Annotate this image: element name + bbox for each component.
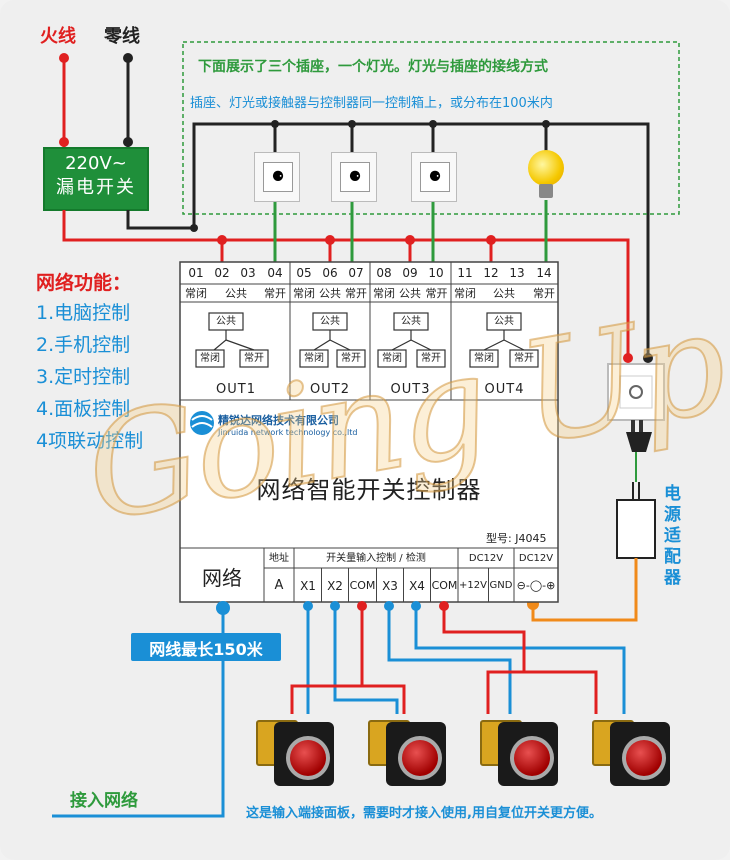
company-name-cn: 精锐达网络技术有限公司 xyxy=(218,414,339,427)
terminal-label-no: 常开 xyxy=(425,287,448,300)
light-bulb-icon xyxy=(528,150,564,186)
terminal-label-nc: 常闭 xyxy=(293,287,315,300)
network-port-label: 网络 xyxy=(202,566,242,590)
dc2-polarity: ⊖-◯-⊕ xyxy=(516,579,556,592)
terminal-number: 14 xyxy=(536,266,552,280)
relay-nc-label: 常闭 xyxy=(382,353,402,364)
terminal-label-nc: 常闭 xyxy=(185,287,207,300)
terminal-label-com: 公共 xyxy=(493,287,515,300)
terminal-number: 02 xyxy=(214,266,230,280)
relay-nc-label: 常闭 xyxy=(474,353,494,364)
relay-no-label: 常开 xyxy=(421,353,441,364)
terminal-number: 06 xyxy=(322,266,338,280)
device-title: 网络智能开关控制器 xyxy=(256,476,482,504)
relay-com-label: 公共 xyxy=(401,316,421,327)
input-title: 开关量输入控制 / 检测 xyxy=(326,553,426,564)
terminal-label-nc: 常闭 xyxy=(373,287,395,300)
dc1-terminal: +12V xyxy=(459,580,487,591)
relay-com-label: 公共 xyxy=(320,316,340,327)
socket-1: ⚈ xyxy=(254,152,300,202)
breaker-box xyxy=(43,147,149,211)
bottom-note: 这是输入端接面板，需要时才接入使用,用自复位开关更方便。 xyxy=(246,806,602,821)
power-adapter-box xyxy=(616,499,656,559)
terminal-label-nc: 常闭 xyxy=(454,287,476,300)
cable-label-box xyxy=(131,633,281,661)
feature-item: 4项联动控制 xyxy=(36,430,144,452)
terminal-number: 09 xyxy=(402,266,418,280)
note-box xyxy=(182,41,680,215)
terminal-number: 07 xyxy=(348,266,364,280)
feature-item: 4.面板控制 xyxy=(36,398,131,420)
terminal-label-com: 公共 xyxy=(319,287,341,300)
output-label: OUT4 xyxy=(484,382,525,397)
terminal-label-no: 常开 xyxy=(345,287,367,300)
push-button-2 xyxy=(364,714,450,790)
relay-symbols xyxy=(195,312,539,368)
output-label: OUT2 xyxy=(310,382,350,397)
push-button-4 xyxy=(588,714,674,790)
power-adapter-label: 电源适配器 xyxy=(664,484,681,588)
terminal-label-no: 常开 xyxy=(264,287,286,300)
push-button-1 xyxy=(252,714,338,790)
dc1-terminal: GND xyxy=(489,580,513,591)
breaker-line2: 漏电开关 xyxy=(56,177,136,198)
input-terminal: X1 xyxy=(300,579,316,593)
network-in-label: 接入网络 xyxy=(70,791,138,811)
input-terminal: COM xyxy=(349,579,376,592)
input-terminal: X3 xyxy=(382,579,398,593)
dc2-title: DC12V xyxy=(518,553,554,564)
terminal-label-com: 公共 xyxy=(399,287,421,300)
feature-item: 3.定时控制 xyxy=(36,366,131,388)
address-value: A xyxy=(274,578,284,593)
features-title: 网络功能： xyxy=(36,272,132,294)
relay-com-label: 公共 xyxy=(216,316,236,327)
relay-nc-label: 常闭 xyxy=(304,353,324,364)
terminal-number: 13 xyxy=(509,266,525,280)
push-button-3 xyxy=(476,714,562,790)
socket-2: ⚈ xyxy=(331,152,377,202)
relay-no-label: 常开 xyxy=(244,353,264,364)
model-number: 型号: J4045 xyxy=(486,532,547,545)
terminal-number: 08 xyxy=(376,266,392,280)
terminal-number: 03 xyxy=(240,266,256,280)
terminal-number: 10 xyxy=(428,266,444,280)
relay-com-label: 公共 xyxy=(494,316,514,327)
company-logo-icon xyxy=(190,411,214,435)
company-name-en: Jinruida network technology co.,ltd xyxy=(218,428,358,437)
input-terminal: COM xyxy=(431,579,458,592)
note-line2: 插座、灯光或接触器与控制器同一控制箱上，或分布在100米内 xyxy=(190,96,553,111)
cable-length-label: 网线最长150米 xyxy=(149,640,263,659)
address-title: 地址 xyxy=(269,553,289,564)
terminal-number: 12 xyxy=(483,266,499,280)
note-line1: 下面展示了三个插座，一个灯光。灯光与插座的接线方式 xyxy=(198,59,548,75)
relay-no-label: 常开 xyxy=(514,353,534,364)
feature-item: 1.电脑控制 xyxy=(36,302,131,324)
terminal-label-com: 公共 xyxy=(225,287,247,300)
neutral-wire-label: 零线 xyxy=(104,26,140,47)
light-bulb-base-icon xyxy=(539,184,553,198)
terminal-number: 05 xyxy=(296,266,312,280)
breaker-line1: 220V~ xyxy=(65,153,127,174)
feature-item: 2.手机控制 xyxy=(36,334,131,356)
terminal-number: 04 xyxy=(267,266,283,280)
terminal-number: 01 xyxy=(188,266,204,280)
relay-no-label: 常开 xyxy=(341,353,361,364)
input-terminal: X2 xyxy=(327,579,343,593)
relay-nc-label: 常闭 xyxy=(200,353,220,364)
live-wire-label: 火线 xyxy=(40,26,76,47)
socket-3: ⚈ xyxy=(411,152,457,202)
output-label: OUT1 xyxy=(216,382,256,397)
input-terminal: X4 xyxy=(409,579,425,593)
dc1-title: DC12V xyxy=(468,553,504,564)
terminal-label-no: 常开 xyxy=(533,287,555,300)
terminal-number: 11 xyxy=(457,266,473,280)
output-label: OUT3 xyxy=(390,382,431,397)
